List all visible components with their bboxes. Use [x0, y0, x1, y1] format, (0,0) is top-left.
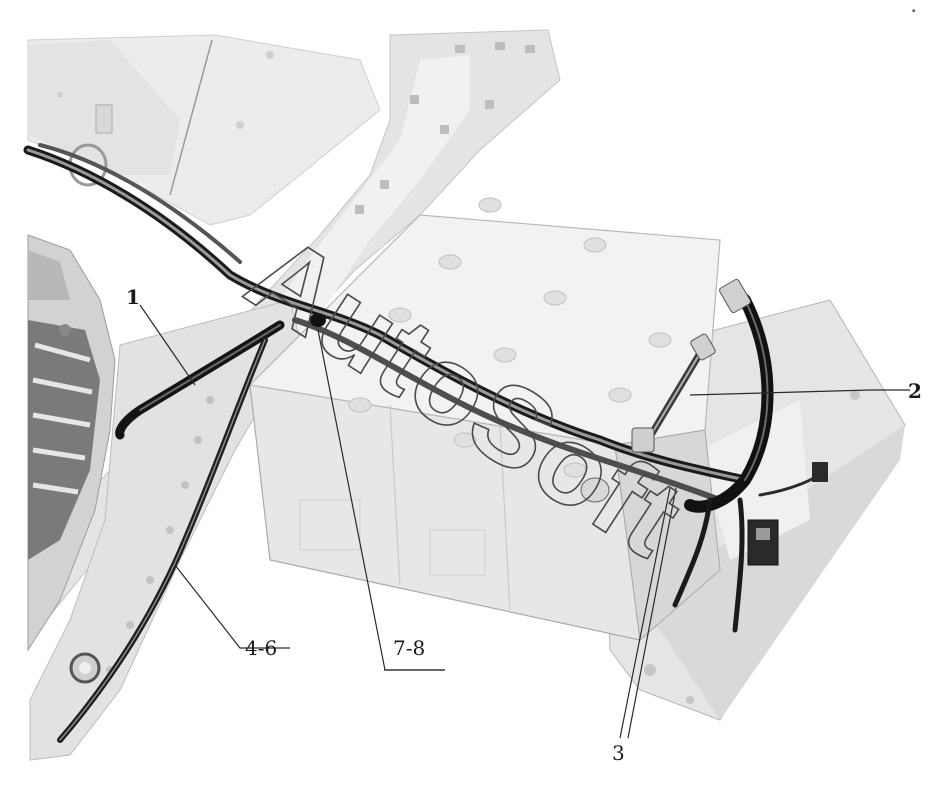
chassis-upper-left [27, 34, 381, 226]
leader-3 [619, 487, 671, 739]
leader-1 [139, 304, 196, 386]
callout-4-6: 4-6 [245, 636, 277, 660]
battery-tray [599, 299, 906, 721]
corner-mark: ▪ [912, 8, 915, 14]
callout-2: 2 [908, 379, 922, 403]
callout-7-8: 7-8 [393, 636, 425, 660]
left-component [27, 234, 116, 652]
leader-2 [689, 389, 910, 396]
callout-3: 3 [612, 741, 625, 765]
leader-lines [139, 304, 910, 739]
leader-3b [627, 487, 677, 739]
callout-1: 1 [126, 285, 140, 309]
terminals [310, 278, 828, 566]
leader-4-6 [174, 564, 290, 649]
